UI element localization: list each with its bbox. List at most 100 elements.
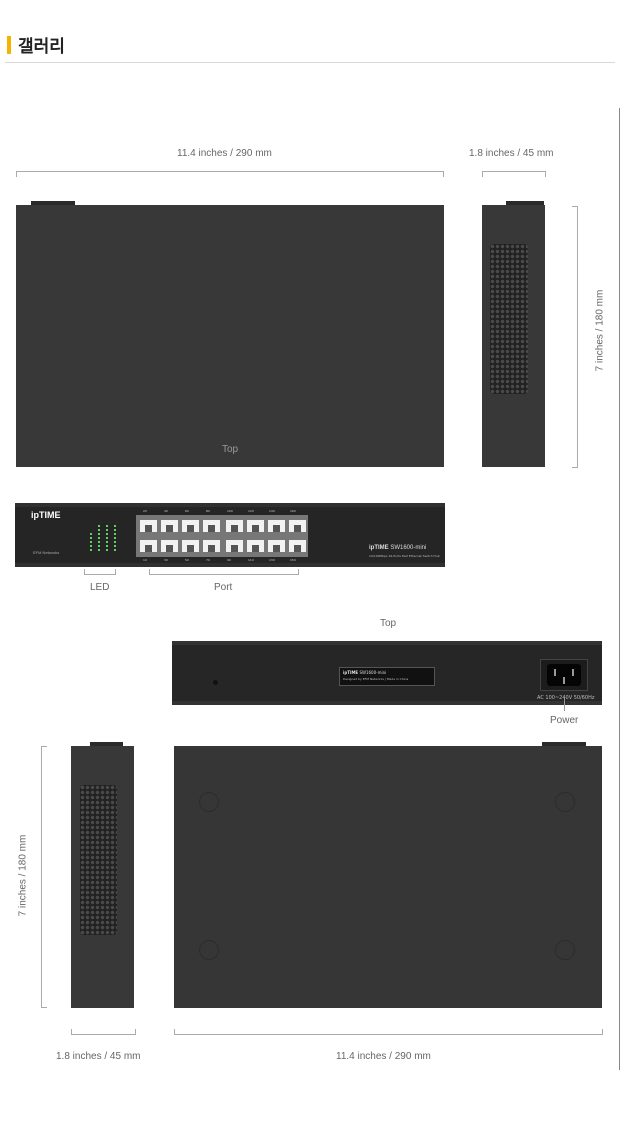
side-height-label: 7 inches / 180 mm bbox=[594, 289, 606, 372]
model-name: SW1600-mini bbox=[390, 545, 427, 551]
rear-model: SW1600-mini bbox=[359, 670, 387, 675]
bottom-view-device bbox=[174, 746, 602, 1008]
port-number-label: 3X bbox=[164, 558, 168, 562]
bottom-depth-dimension-line bbox=[71, 1029, 136, 1035]
power-spec: AC 100~240V 50/60Hz bbox=[537, 695, 595, 701]
top-view-caption: Top bbox=[222, 444, 239, 455]
footer-brand: EFM Networks bbox=[33, 550, 60, 555]
rubber-foot bbox=[199, 792, 219, 812]
rear-info-line: Designed by EFM Networks | Made in China bbox=[343, 677, 409, 681]
port-block bbox=[136, 515, 308, 557]
ethernet-port bbox=[139, 519, 158, 533]
port-number-label: 2X bbox=[143, 509, 147, 513]
ethernet-port bbox=[267, 519, 286, 533]
led-dot bbox=[98, 537, 100, 539]
side-view-tab bbox=[506, 201, 544, 206]
ethernet-port bbox=[225, 519, 244, 533]
led-dot bbox=[90, 541, 92, 543]
led-label: LED bbox=[90, 582, 110, 593]
side-depth-dimension-line bbox=[482, 171, 546, 177]
left-vent-grille bbox=[80, 785, 117, 935]
ethernet-port bbox=[246, 519, 265, 533]
power-socket bbox=[540, 659, 588, 691]
port-number-label: 11X bbox=[248, 558, 254, 562]
side-depth-label: 1.8 inches / 45 mm bbox=[469, 148, 554, 159]
port-number-label: 8X bbox=[206, 509, 210, 513]
ethernet-port bbox=[160, 539, 179, 553]
led-dot bbox=[114, 533, 116, 535]
led-dot bbox=[90, 549, 92, 551]
led-callout-line bbox=[84, 569, 116, 575]
led-dot bbox=[114, 549, 116, 551]
port-number-label: 15X bbox=[290, 558, 296, 562]
front-panel: ipTIME EFM Networks ipTIME SW1600-mini 1… bbox=[15, 503, 445, 567]
left-side-tab bbox=[90, 742, 123, 747]
header-accent-bar bbox=[7, 36, 11, 54]
rubber-foot bbox=[199, 940, 219, 960]
led-dot bbox=[106, 533, 108, 535]
port-number-label: 1X bbox=[143, 558, 147, 562]
reset-hole bbox=[213, 680, 218, 685]
power-callout-line bbox=[564, 697, 565, 711]
rear-label-plate: ipTIME SW1600-mini Designed by EFM Netwo… bbox=[339, 667, 435, 686]
port-callout-line bbox=[149, 569, 299, 575]
ethernet-port bbox=[181, 539, 200, 553]
model-label: ipTIME SW1600-mini bbox=[369, 545, 426, 551]
port-number-label: 6X bbox=[185, 509, 189, 513]
page-title: 갤러리 bbox=[18, 37, 65, 57]
ethernet-port bbox=[225, 539, 244, 553]
port-number-label: 16X bbox=[290, 509, 296, 513]
vent-grille bbox=[490, 244, 528, 394]
led-dot bbox=[98, 549, 100, 551]
left-height-dimension-line bbox=[41, 746, 47, 1008]
led-dot bbox=[98, 545, 100, 547]
top-view-tab bbox=[31, 201, 75, 206]
led-dot bbox=[90, 537, 92, 539]
brand-logo: ipTIME bbox=[31, 510, 61, 520]
port-number-label: 12X bbox=[248, 509, 254, 513]
ethernet-port bbox=[139, 539, 158, 553]
led-dot bbox=[106, 525, 108, 527]
port-label: Port bbox=[214, 582, 233, 593]
side-height-dimension-line bbox=[572, 206, 578, 468]
led-dot bbox=[106, 541, 108, 543]
ethernet-port bbox=[160, 519, 179, 533]
rubber-foot bbox=[555, 940, 575, 960]
led-dot bbox=[106, 545, 108, 547]
led-dot bbox=[106, 537, 108, 539]
rear-panel: ipTIME SW1600-mini Designed by EFM Netwo… bbox=[172, 641, 602, 705]
model-desc: 10/100Mbps 16-Ports Fast Ethernet Switch… bbox=[369, 554, 440, 558]
port-number-label: 7X bbox=[206, 558, 210, 562]
top-width-dimension-line bbox=[16, 171, 444, 177]
ethernet-port bbox=[267, 539, 286, 553]
led-dot bbox=[90, 533, 92, 535]
ethernet-port bbox=[288, 539, 307, 553]
led-dot bbox=[98, 533, 100, 535]
led-dot bbox=[114, 525, 116, 527]
led-dot bbox=[98, 541, 100, 543]
port-number-label: 10X bbox=[227, 509, 233, 513]
bottom-width-label: 11.4 inches / 290 mm bbox=[336, 1051, 431, 1062]
led-dot bbox=[114, 541, 116, 543]
port-number-label: 5X bbox=[185, 558, 189, 562]
led-dot bbox=[114, 529, 116, 531]
port-number-label: 4X bbox=[164, 509, 168, 513]
led-dot bbox=[98, 525, 100, 527]
led-dot bbox=[106, 549, 108, 551]
led-indicators bbox=[90, 523, 120, 555]
top-width-label: 11.4 inches / 290 mm bbox=[177, 148, 272, 159]
led-dot bbox=[114, 545, 116, 547]
power-label: Power bbox=[550, 715, 579, 726]
rear-top-label: Top bbox=[380, 618, 397, 629]
led-dot bbox=[106, 529, 108, 531]
left-height-label: 7 inches / 180 mm bbox=[17, 834, 29, 917]
ethernet-port bbox=[202, 519, 221, 533]
model-brand: ipTIME bbox=[369, 545, 389, 551]
rear-brand: ipTIME bbox=[343, 670, 359, 675]
bottom-view-tab bbox=[542, 742, 586, 747]
rubber-foot bbox=[555, 792, 575, 812]
port-number-label: 14X bbox=[269, 509, 275, 513]
header-divider bbox=[5, 62, 615, 63]
bottom-width-dimension-line bbox=[174, 1029, 603, 1035]
led-dot bbox=[98, 529, 100, 531]
